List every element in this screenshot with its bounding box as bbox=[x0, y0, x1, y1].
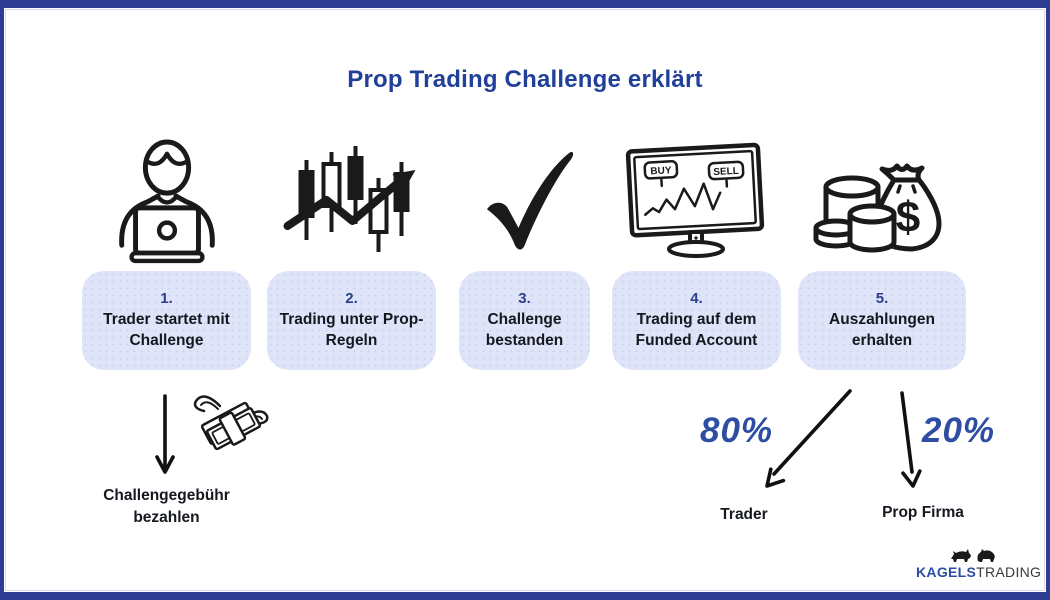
prop-firm-label: Prop Firma bbox=[882, 504, 964, 521]
step-label: Challenge bestanden bbox=[485, 310, 564, 349]
dollar-sign-label: $ bbox=[896, 193, 920, 242]
step-box-5: 5. Auszahlungen erhalten bbox=[798, 271, 966, 370]
step-label: Trading auf dem Funded Account bbox=[635, 310, 758, 349]
trader-label: Trader bbox=[720, 506, 768, 523]
logo-secondary: TRADING bbox=[976, 564, 1042, 580]
trader-laptop-icon bbox=[82, 134, 251, 266]
buy-tag-label: BUY bbox=[650, 165, 672, 177]
step-number: 4. bbox=[690, 289, 703, 307]
step-box-1: 1. Trader startet mit Challenge bbox=[82, 271, 251, 370]
sell-tag-label: SELL bbox=[713, 166, 739, 178]
candlestick-chart-icon bbox=[267, 134, 436, 266]
fee-label: Challengegebühr bezahlen bbox=[103, 487, 230, 526]
bull-bear-icon bbox=[951, 549, 995, 562]
step-number: 3. bbox=[518, 289, 531, 307]
step-label: Auszahlungen erhalten bbox=[829, 310, 935, 349]
checkmark-icon bbox=[459, 134, 590, 266]
page-title: Prop Trading Challenge erklärt bbox=[347, 66, 703, 93]
trader-arrow bbox=[765, 389, 852, 488]
step-label: Trading unter Prop-Regeln bbox=[279, 310, 424, 349]
step-number: 2. bbox=[345, 289, 358, 307]
logo-primary: KAGELS bbox=[916, 564, 977, 580]
step-number: 5. bbox=[875, 289, 889, 307]
step-box-4: 4. Trading auf dem Funded Account bbox=[612, 271, 781, 370]
prop-firm-arrow bbox=[900, 391, 922, 488]
flying-money-icon bbox=[190, 386, 272, 456]
step-box-2: 2. Trading unter Prop-Regeln bbox=[267, 271, 436, 370]
trader-percent: 80% bbox=[700, 411, 774, 450]
step-label: Trader startet mit Challenge bbox=[103, 310, 230, 349]
logo-text: KAGELSTRADING bbox=[916, 564, 1041, 580]
step-box-3: 3. Challenge bestanden bbox=[459, 271, 590, 370]
down-arrow bbox=[155, 394, 175, 474]
money-bag-icon: $ bbox=[798, 134, 966, 266]
step-number: 1. bbox=[160, 289, 173, 307]
trading-monitor-icon: BUY SELL bbox=[612, 134, 781, 266]
kagels-trading-logo: KAGELSTRADING bbox=[916, 546, 1041, 580]
firm-percent: 20% bbox=[922, 411, 996, 450]
